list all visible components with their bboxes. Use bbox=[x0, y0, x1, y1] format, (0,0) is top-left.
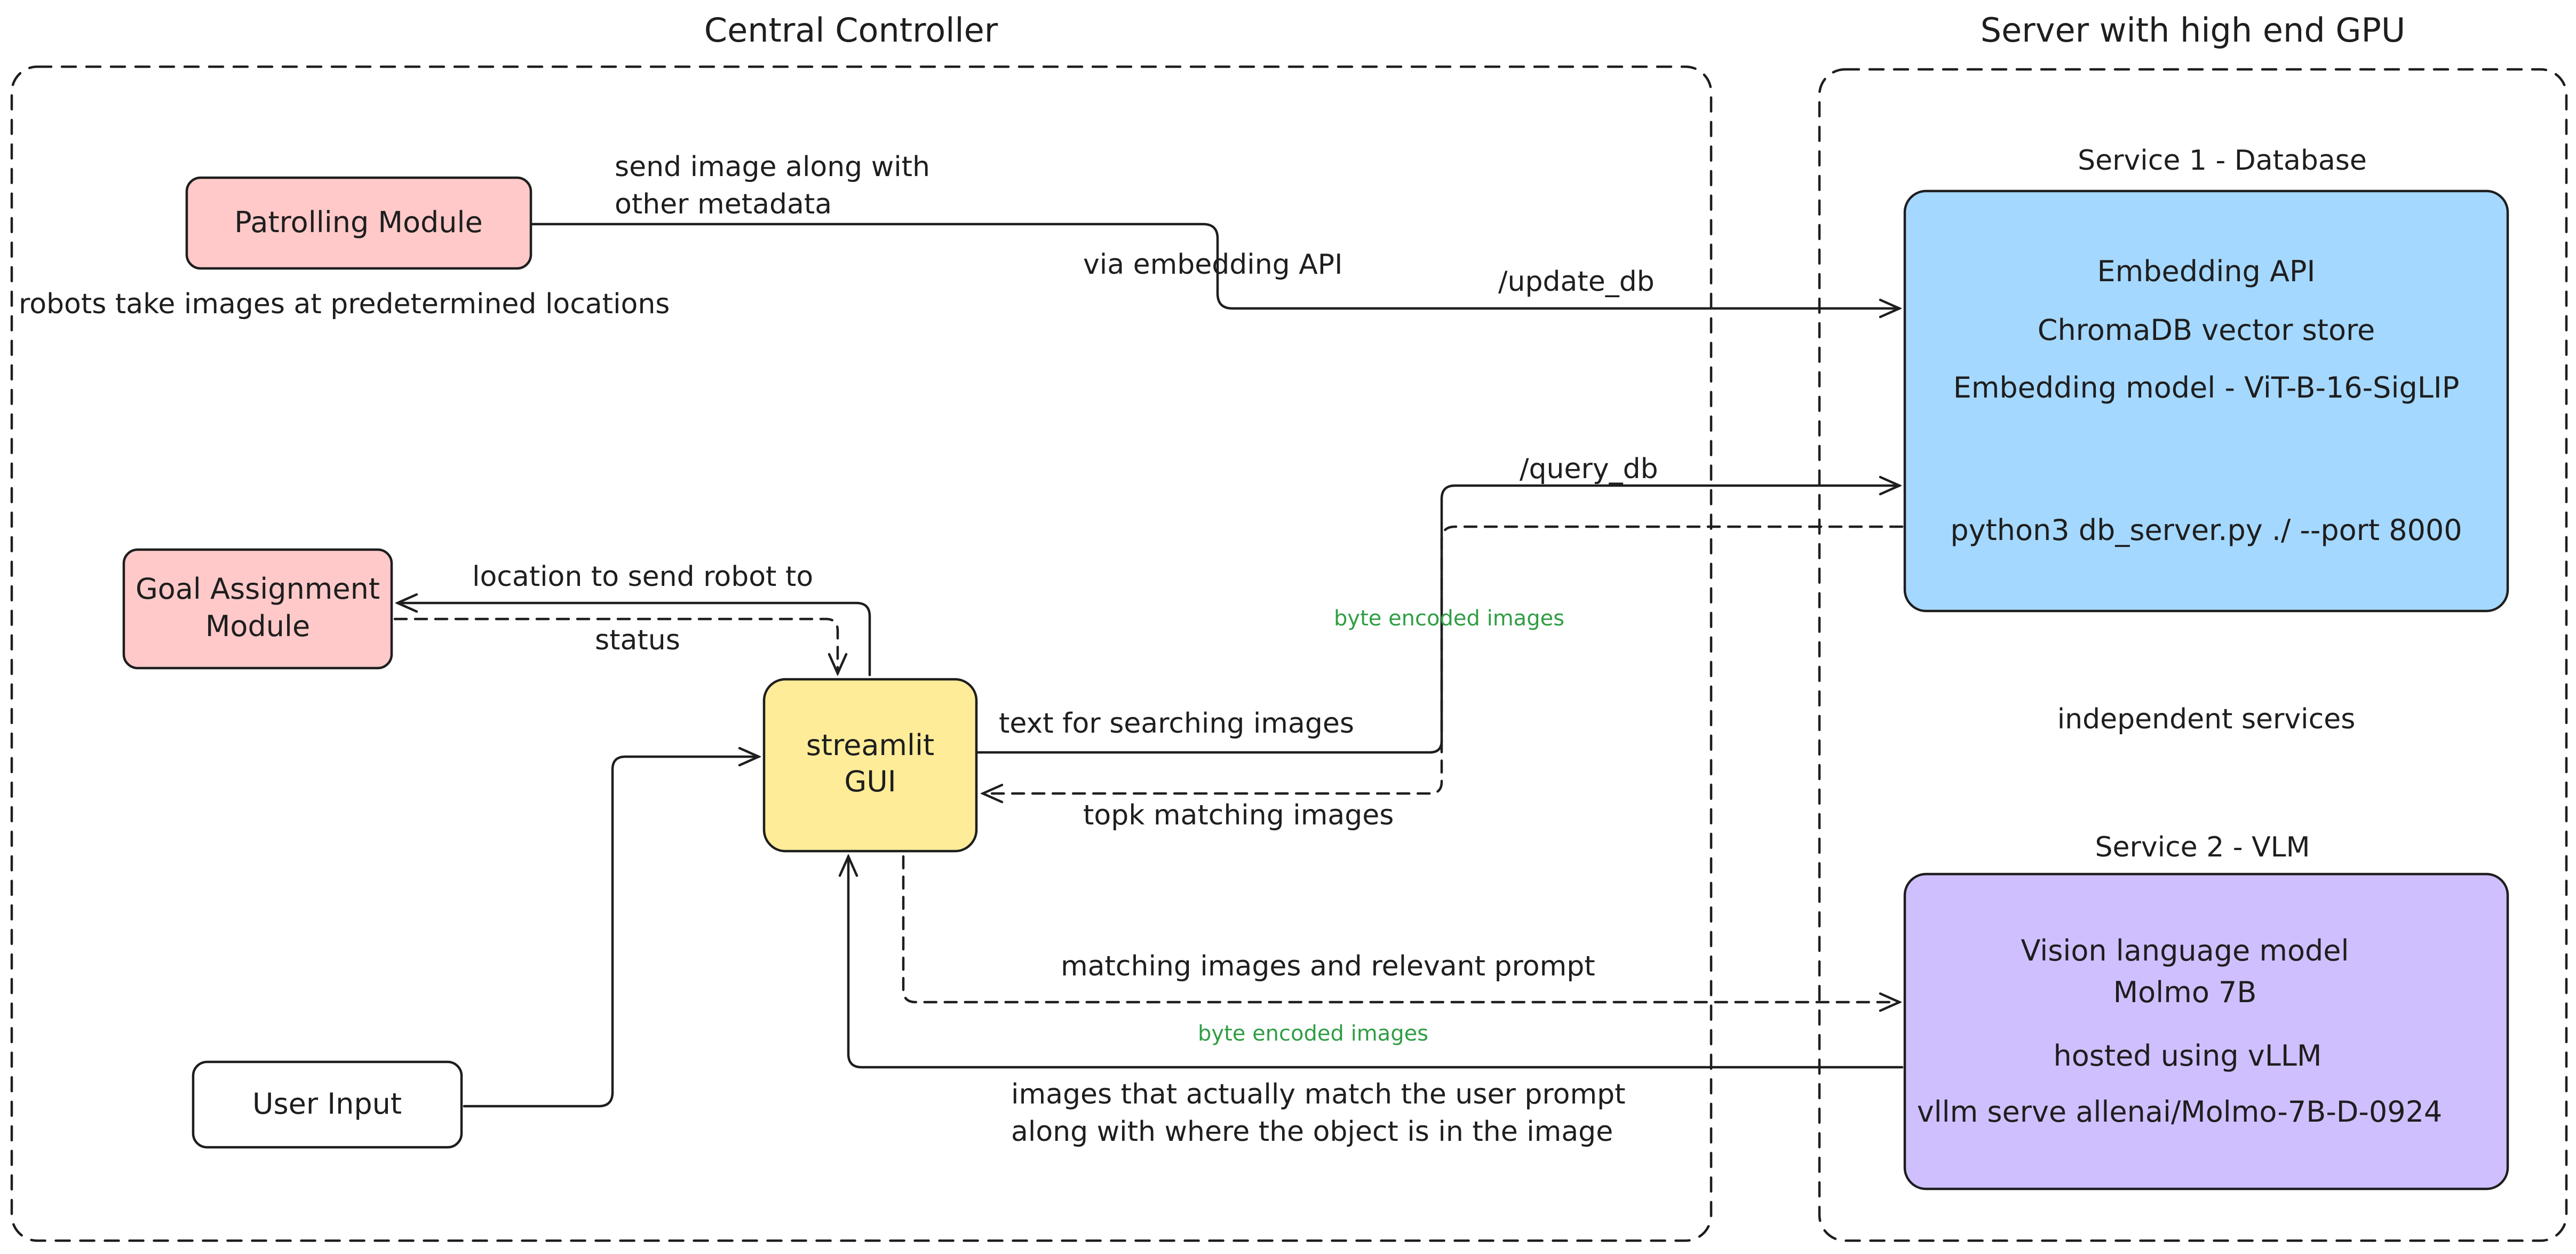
edge-actual-match bbox=[848, 856, 1904, 1069]
edge-location-label: location to send robot to bbox=[472, 561, 813, 593]
service2-box bbox=[1903, 872, 2509, 1190]
edge-actual-match-line-2: along with where the object is in the im… bbox=[1011, 1116, 1613, 1148]
patrolling-module: Patrolling Module bbox=[185, 176, 532, 270]
service1-database: Embedding API ChromaDB vector store Embe… bbox=[1903, 189, 2509, 613]
service1-heading: Service 1 - Database bbox=[2078, 145, 2367, 177]
goal-assignment-box bbox=[122, 548, 393, 670]
patrolling-module-label: Patrolling Module bbox=[234, 205, 483, 239]
edge-via-embedding-label: via embedding API bbox=[1083, 249, 1342, 281]
patrolling-module-box bbox=[185, 176, 532, 270]
streamlit-gui: streamlit GUI bbox=[762, 678, 978, 853]
edge-text-search-label: text for searching images bbox=[999, 708, 1354, 740]
service1-line-1: Embedding API bbox=[2097, 255, 2316, 288]
user-input-box bbox=[192, 1060, 463, 1149]
service2-heading: Service 2 - VLM bbox=[2095, 831, 2310, 863]
streamlit-gui-box bbox=[762, 678, 978, 853]
edge-update-db bbox=[531, 223, 1899, 308]
streamlit-gui-line-2: GUI bbox=[844, 765, 896, 798]
service2-line-1: Vision language model bbox=[2021, 934, 2349, 967]
edge-user-input bbox=[463, 757, 759, 1108]
goal-assignment-line-1: Goal Assignment bbox=[136, 572, 380, 606]
edge-byte-encoded-1: byte encoded images bbox=[1334, 606, 1564, 631]
edge-actual-match-line-1: images that actually match the user prom… bbox=[1011, 1078, 1626, 1110]
streamlit-gui-line-1: streamlit bbox=[806, 728, 934, 762]
edge-send-image-line-2: other metadata bbox=[615, 188, 832, 220]
user-input-label: User Input bbox=[252, 1087, 402, 1121]
service1-line-3: Embedding model - ViT-B-16-SigLIP bbox=[1953, 371, 2460, 404]
edge-update-db-label: /update_db bbox=[1498, 266, 1655, 298]
edge-topk-label: topk matching images bbox=[1083, 799, 1394, 831]
service2-line-4: vllm serve allenai/Molmo-7B-D-0924 bbox=[1917, 1095, 2443, 1129]
user-input: User Input bbox=[192, 1060, 463, 1149]
edge-status bbox=[393, 617, 838, 673]
edge-status-label: status bbox=[595, 624, 680, 656]
edge-topk-return bbox=[983, 525, 1904, 793]
edge-location bbox=[397, 603, 871, 677]
service2-vlm: Vision language model Molmo 7B hosted us… bbox=[1903, 872, 2509, 1190]
service2-line-2: Molmo 7B bbox=[2113, 975, 2257, 1009]
service2-line-3: hosted using vLLM bbox=[2054, 1039, 2322, 1073]
independent-services-note: independent services bbox=[2057, 703, 2356, 735]
edge-byte-encoded-2: byte encoded images bbox=[1198, 1021, 1428, 1046]
service1-line-4: python3 db_server.py ./ --port 8000 bbox=[1950, 513, 2462, 547]
edge-query-db-label: /query_db bbox=[1520, 453, 1658, 485]
edge-matching-prompt bbox=[902, 855, 1899, 1002]
central-controller-group bbox=[10, 65, 1713, 1242]
robots-note: robots take images at predetermined loca… bbox=[19, 288, 670, 320]
goal-assignment-module: Goal Assignment Module bbox=[122, 548, 393, 670]
edge-send-image-line-1: send image along with bbox=[615, 151, 930, 183]
goal-assignment-line-2: Module bbox=[205, 609, 310, 643]
central-controller-title: Central Controller bbox=[704, 11, 998, 50]
server-group-title: Server with high end GPU bbox=[1981, 11, 2405, 50]
edge-matching-prompt-label: matching images and relevant prompt bbox=[1061, 950, 1595, 982]
server-group bbox=[1818, 68, 2568, 1242]
service1-line-2: ChromaDB vector store bbox=[2038, 313, 2375, 347]
service1-box bbox=[1903, 189, 2509, 613]
